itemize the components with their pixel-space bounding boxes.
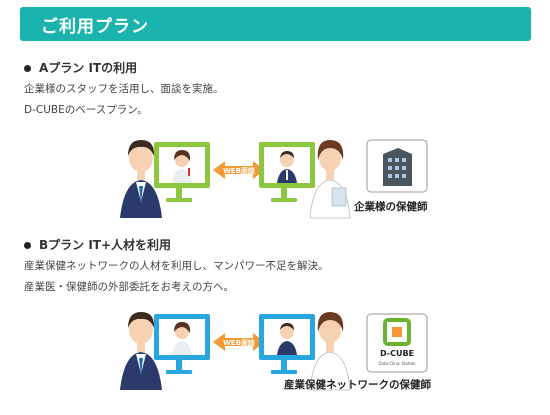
plan-a-caption: 企業様の保健師 [353,200,428,213]
office-building-icon [366,139,428,193]
logo-subtext: Data Clinic Station [378,361,416,366]
plan-b-description: 産業保健ネットワークの人材を利用し、マンパワー不足を解決。 産業医・保健師の外部… [24,256,329,298]
web-meeting-arrow-icon: WEB面談 [213,333,265,351]
plan-a-illustration: WEB面談 企業様の保健師 [120,139,428,219]
nurse-icon [309,312,351,391]
plan-a-description: 企業様のスタッフを活用し、面談を実施。 D-CUBEのベースプラン。 [24,79,224,121]
plan-b-title: Bプラン IT+人材を利用 [39,238,172,252]
section-title: ご利用プラン [41,16,149,37]
section-banner: ご利用プラン [20,7,531,41]
bullet-icon [24,64,31,72]
businessman-icon [120,312,162,390]
plan-a-title: Aプラン ITの利用 [39,61,138,75]
monitor-left-icon [154,142,210,202]
monitor-right-icon [259,142,315,202]
plan-b-desc-line-2: 産業医・保健師の外部委託をお考えの方へ。 [24,281,234,293]
plan-a-desc-line-1: 企業様のスタッフを活用し、面談を実施。 [24,83,224,95]
monitor-right-icon [259,314,315,374]
monitor-left-icon [154,314,210,374]
web-meeting-label: WEB面談 [223,338,256,347]
plan-a-heading: Aプラン ITの利用 [24,59,137,76]
plan-b-heading: Bプラン IT+人材を利用 [24,236,171,253]
plan-a-desc-line-2: D-CUBEのベースプラン。 [24,104,148,116]
logo-text: D-CUBE [380,349,414,358]
plan-b-caption: 産業保健ネットワークの保健師 [284,378,431,391]
bullet-icon [24,241,31,249]
plan-b-desc-line-1: 産業保健ネットワークの人材を利用し、マンパワー不足を解決。 [24,260,329,272]
web-meeting-label: WEB面談 [223,166,256,175]
web-meeting-arrow-icon: WEB面談 [213,161,265,179]
nurse-icon [309,140,351,219]
d-cube-logo-icon: D-CUBE Data Clinic Station [366,313,428,373]
businessman-icon [120,140,162,218]
plan-b-illustration: WEB面談 D-CUBE Data Clinic Station 産業保健ネット… [120,312,431,391]
